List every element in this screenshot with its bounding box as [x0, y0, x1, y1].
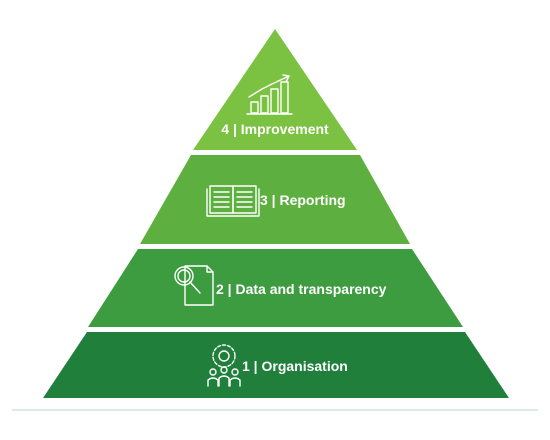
people-gear-icon	[207, 344, 241, 387]
tier-2-label: 2 | Data and transparency	[216, 281, 387, 297]
tier-3-shape	[140, 155, 410, 244]
tier-3-reporting: 3 | Reporting	[140, 155, 410, 244]
tier-4-improvement: 4 | Improvement	[193, 29, 357, 150]
bar-chart-trend-icon	[246, 74, 293, 115]
tier-1-label: 1 | Organisation	[242, 358, 348, 374]
magnifier-document-icon	[174, 265, 214, 306]
tier-4-label: 4 | Improvement	[221, 121, 329, 137]
tier-1-organisation: 1 | Organisation	[43, 332, 509, 398]
tier-2-data-transparency: 2 | Data and transparency	[88, 249, 463, 327]
open-book-icon	[206, 185, 260, 217]
tier-1-shape	[43, 332, 509, 398]
tier-2-shape	[88, 249, 463, 327]
tier-3-label: 3 | Reporting	[260, 192, 346, 208]
